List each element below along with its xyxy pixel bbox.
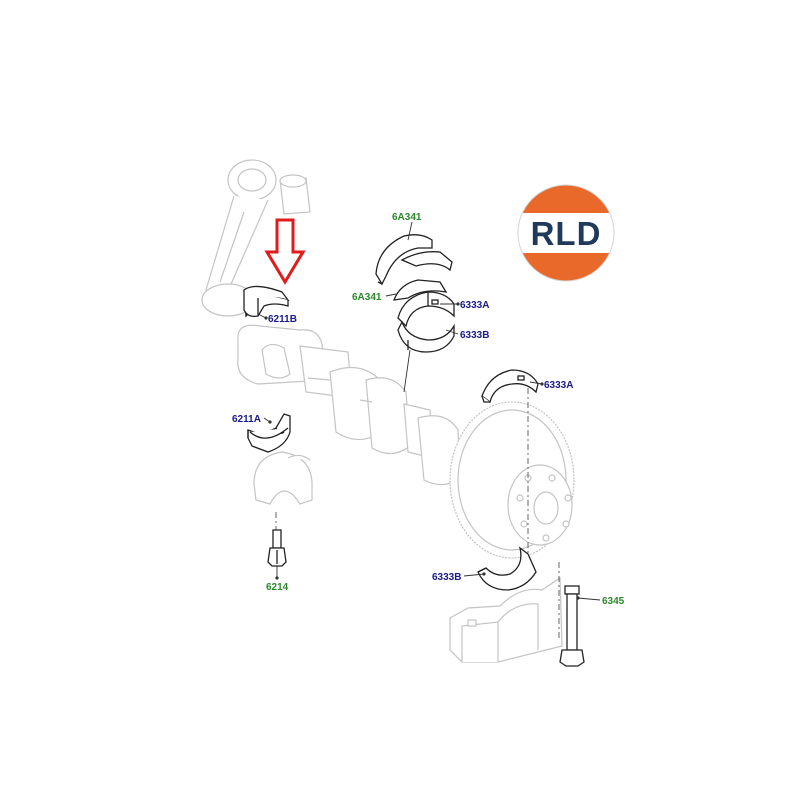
- main-cap-bolt: [559, 585, 585, 667]
- flywheel-ring-gear: [449, 401, 575, 559]
- rld-logo: RLD: [517, 184, 615, 282]
- label-rod-bolt: 6214: [266, 582, 289, 593]
- label-main-bearing-lower-rear: 6333B: [432, 572, 461, 583]
- main-bearing-upper-rear: [481, 369, 539, 404]
- rod-bolt: [267, 529, 287, 567]
- label-main-bearing-lower-b: 6333B: [460, 330, 489, 341]
- label-rod-bearing-upper: 6211B: [268, 314, 297, 325]
- main-bearing-upper-front: [397, 291, 455, 328]
- label-thrust-washer-lower: 6A341: [352, 292, 382, 303]
- label-main-bearing-upper-rear: 6333A: [544, 380, 573, 391]
- thrust-washer-lower: [393, 279, 448, 301]
- crankshaft: [237, 324, 461, 486]
- main-bearing-lower-front: [397, 320, 455, 393]
- rod-bearing-upper-shell: [243, 285, 290, 318]
- piston-pin-bushing: [279, 174, 311, 215]
- rod-cap: [253, 451, 313, 505]
- label-rod-bearing-lower: 6211A: [232, 414, 261, 425]
- main-bearing-lower-rear: [477, 546, 537, 591]
- rod-bearing-lower-shell: [247, 413, 291, 453]
- label-main-bearing-upper-a: 6333A: [460, 300, 489, 311]
- thrust-washer-upper: [375, 234, 453, 286]
- logo-text: RLD: [531, 215, 602, 252]
- label-thrust-washer-upper: 6A341: [392, 212, 422, 223]
- highlight-arrow-down-icon: [264, 218, 306, 285]
- label-main-cap-bolt: 6345: [602, 596, 625, 607]
- main-bearing-cap: [449, 576, 563, 663]
